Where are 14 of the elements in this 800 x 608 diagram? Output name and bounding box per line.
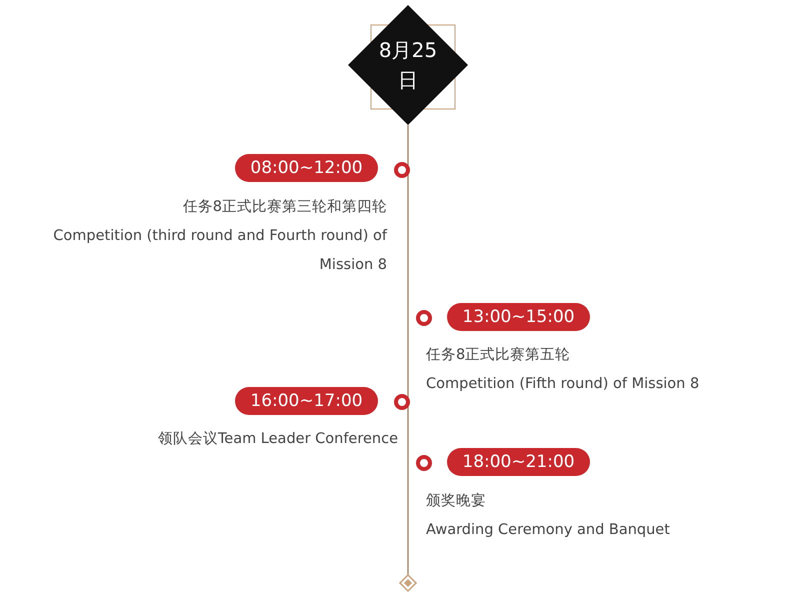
time-badge: 13:00~15:00 (447, 303, 590, 331)
time-badge: 08:00~12:00 (235, 154, 378, 182)
date-label: 8月25日 (378, 37, 438, 94)
event-title: 任务8正式比赛第三轮和第四轮 (182, 198, 387, 217)
end-diamond (398, 574, 418, 592)
event-description: Awarding Ceremony and Banquet (426, 521, 671, 540)
event-title: 颁奖晚宴 (426, 492, 487, 511)
timeline-line (407, 125, 409, 575)
event-description: Competition (Fifth round) of Mission 8 (426, 375, 700, 394)
event-description: 领队会议Team Leader Conference (156, 430, 398, 449)
event-title: 任务8正式比赛第五轮 (426, 346, 572, 365)
time-badge: 16:00~17:00 (235, 387, 378, 415)
event-description: Competition (third round and Fourth round) of Mission 8 (52, 227, 387, 275)
time-badge: 18:00~21:00 (447, 448, 590, 476)
